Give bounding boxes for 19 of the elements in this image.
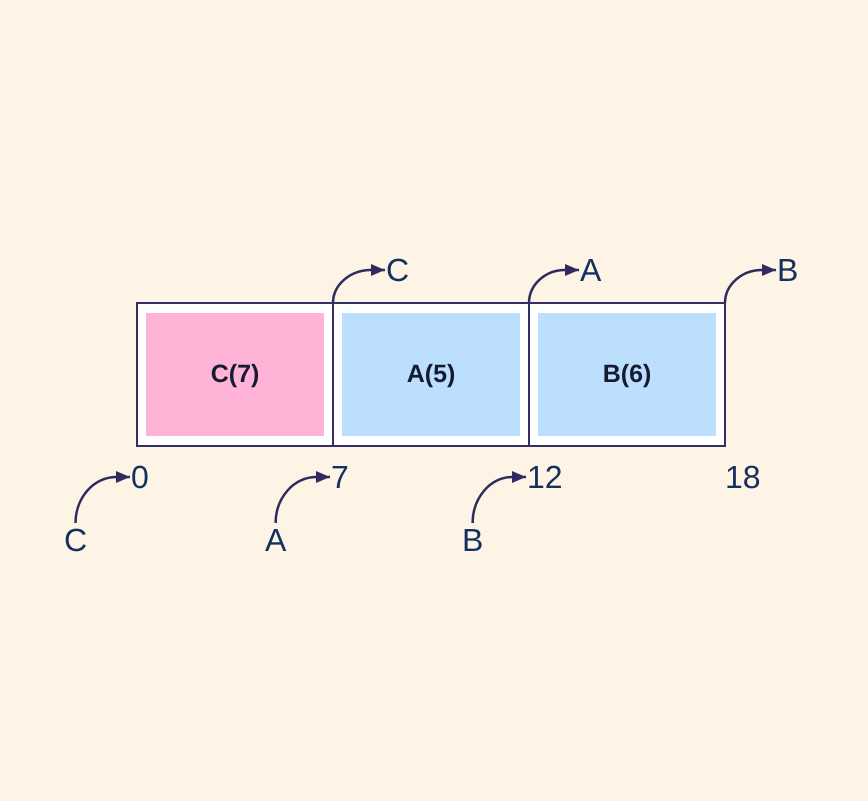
curved-arrow [471, 471, 526, 524]
process-block: C(7) [136, 302, 334, 447]
process-label: A [580, 254, 602, 286]
process-label: B [777, 254, 798, 286]
curved-arrow [724, 264, 776, 304]
time-label: 12 [527, 461, 563, 493]
process-label: C [64, 524, 88, 556]
curved-arrow [74, 471, 130, 524]
process-label: A [265, 524, 286, 556]
process-label: B [462, 524, 484, 556]
curved-arrow [528, 264, 579, 304]
time-label: 7 [331, 461, 349, 493]
time-label: 0 [131, 461, 149, 493]
curved-arrow [274, 471, 330, 524]
process-block: A(5) [332, 302, 530, 447]
process-label: C [386, 254, 410, 286]
curved-arrow [332, 264, 385, 304]
time-label: 18 [725, 461, 761, 493]
process-block: B(6) [528, 302, 726, 447]
